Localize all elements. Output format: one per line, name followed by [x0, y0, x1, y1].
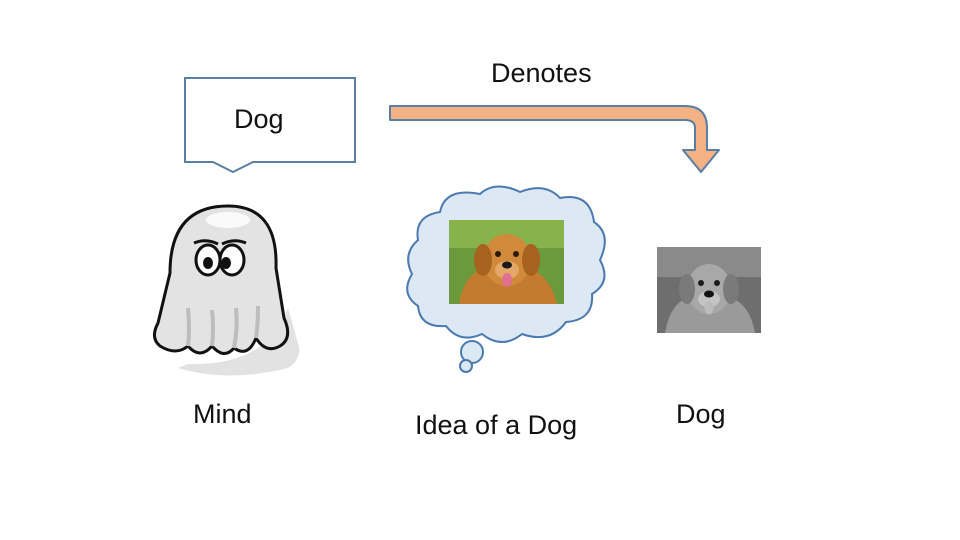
speech-bubble-text: Dog: [234, 104, 284, 134]
color-dog-photo: [449, 220, 564, 304]
arrow-label: Denotes: [491, 58, 592, 88]
grayscale-dog-photo: [657, 247, 761, 333]
ghost-icon: [153, 204, 300, 376]
caption-dog: Dog: [676, 399, 726, 429]
caption-mind: Mind: [193, 399, 252, 429]
speech-bubble: [184, 77, 356, 174]
denotes-arrow: [389, 105, 720, 173]
caption-idea: Idea of a Dog: [415, 410, 578, 440]
